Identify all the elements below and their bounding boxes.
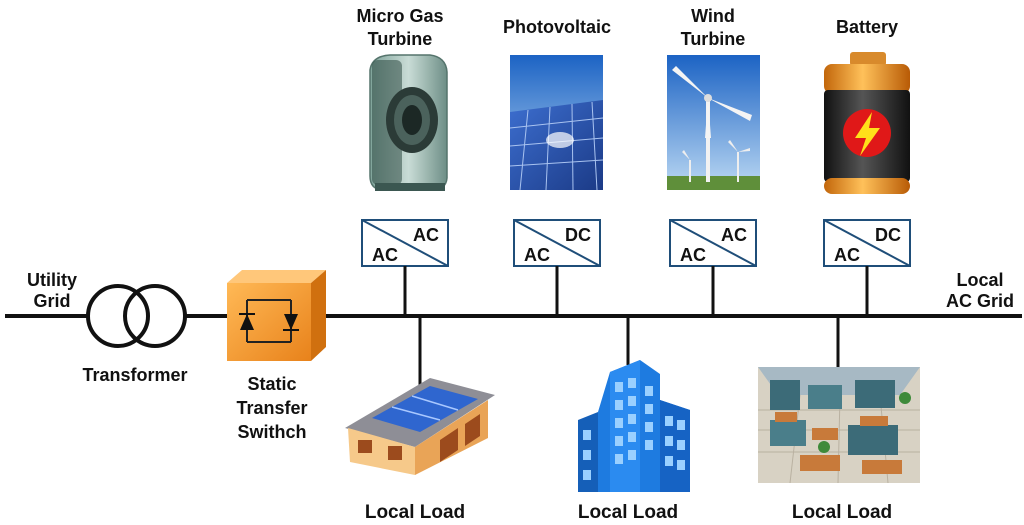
house-icon [345,378,495,475]
office-building-icon [578,360,690,492]
utility-grid-label: Grid [33,291,70,311]
load-label: Local Load [578,502,678,523]
source-label: Turbine [368,29,433,49]
converter-box [361,219,449,267]
converter-box [823,219,911,267]
office-interior-icon [758,367,920,484]
source-label: Micro Gas [356,6,443,26]
converter-bottom-label: AC [834,245,860,265]
switch-label: Swithch [237,422,306,442]
micro-gas-turbine-icon [369,54,448,191]
source-label: Wind [691,6,735,26]
converter-bottom-label: AC [372,245,398,265]
local-ac-grid-label: AC Grid [946,291,1014,311]
converter-box [513,219,601,267]
converter-top-label: AC [413,225,439,245]
converter-top-label: AC [721,225,747,245]
switch-label: Transfer [236,398,307,418]
load-label: Local Load [792,502,892,523]
source-label: Turbine [681,29,746,49]
converter-top-label: DC [565,225,591,245]
utility-grid-label: Utility [27,270,77,290]
static-transfer-switch-icon [227,270,326,361]
source-label: Photovoltaic [503,17,611,37]
wind-turbine-icon [667,55,760,190]
converter-bottom-label: AC [680,245,706,265]
source-label: Battery [836,17,898,37]
local-ac-grid-label: Local [956,270,1003,290]
transformer-label: Transformer [82,365,187,385]
battery-icon [824,52,910,194]
converter-box [669,219,757,267]
converter-top-label: DC [875,225,901,245]
load-label: Local Load [365,502,465,523]
solar-panel-icon [509,55,604,191]
converter-bottom-label: AC [524,245,550,265]
switch-label: Static [247,374,296,394]
transformer-icon [86,284,187,348]
